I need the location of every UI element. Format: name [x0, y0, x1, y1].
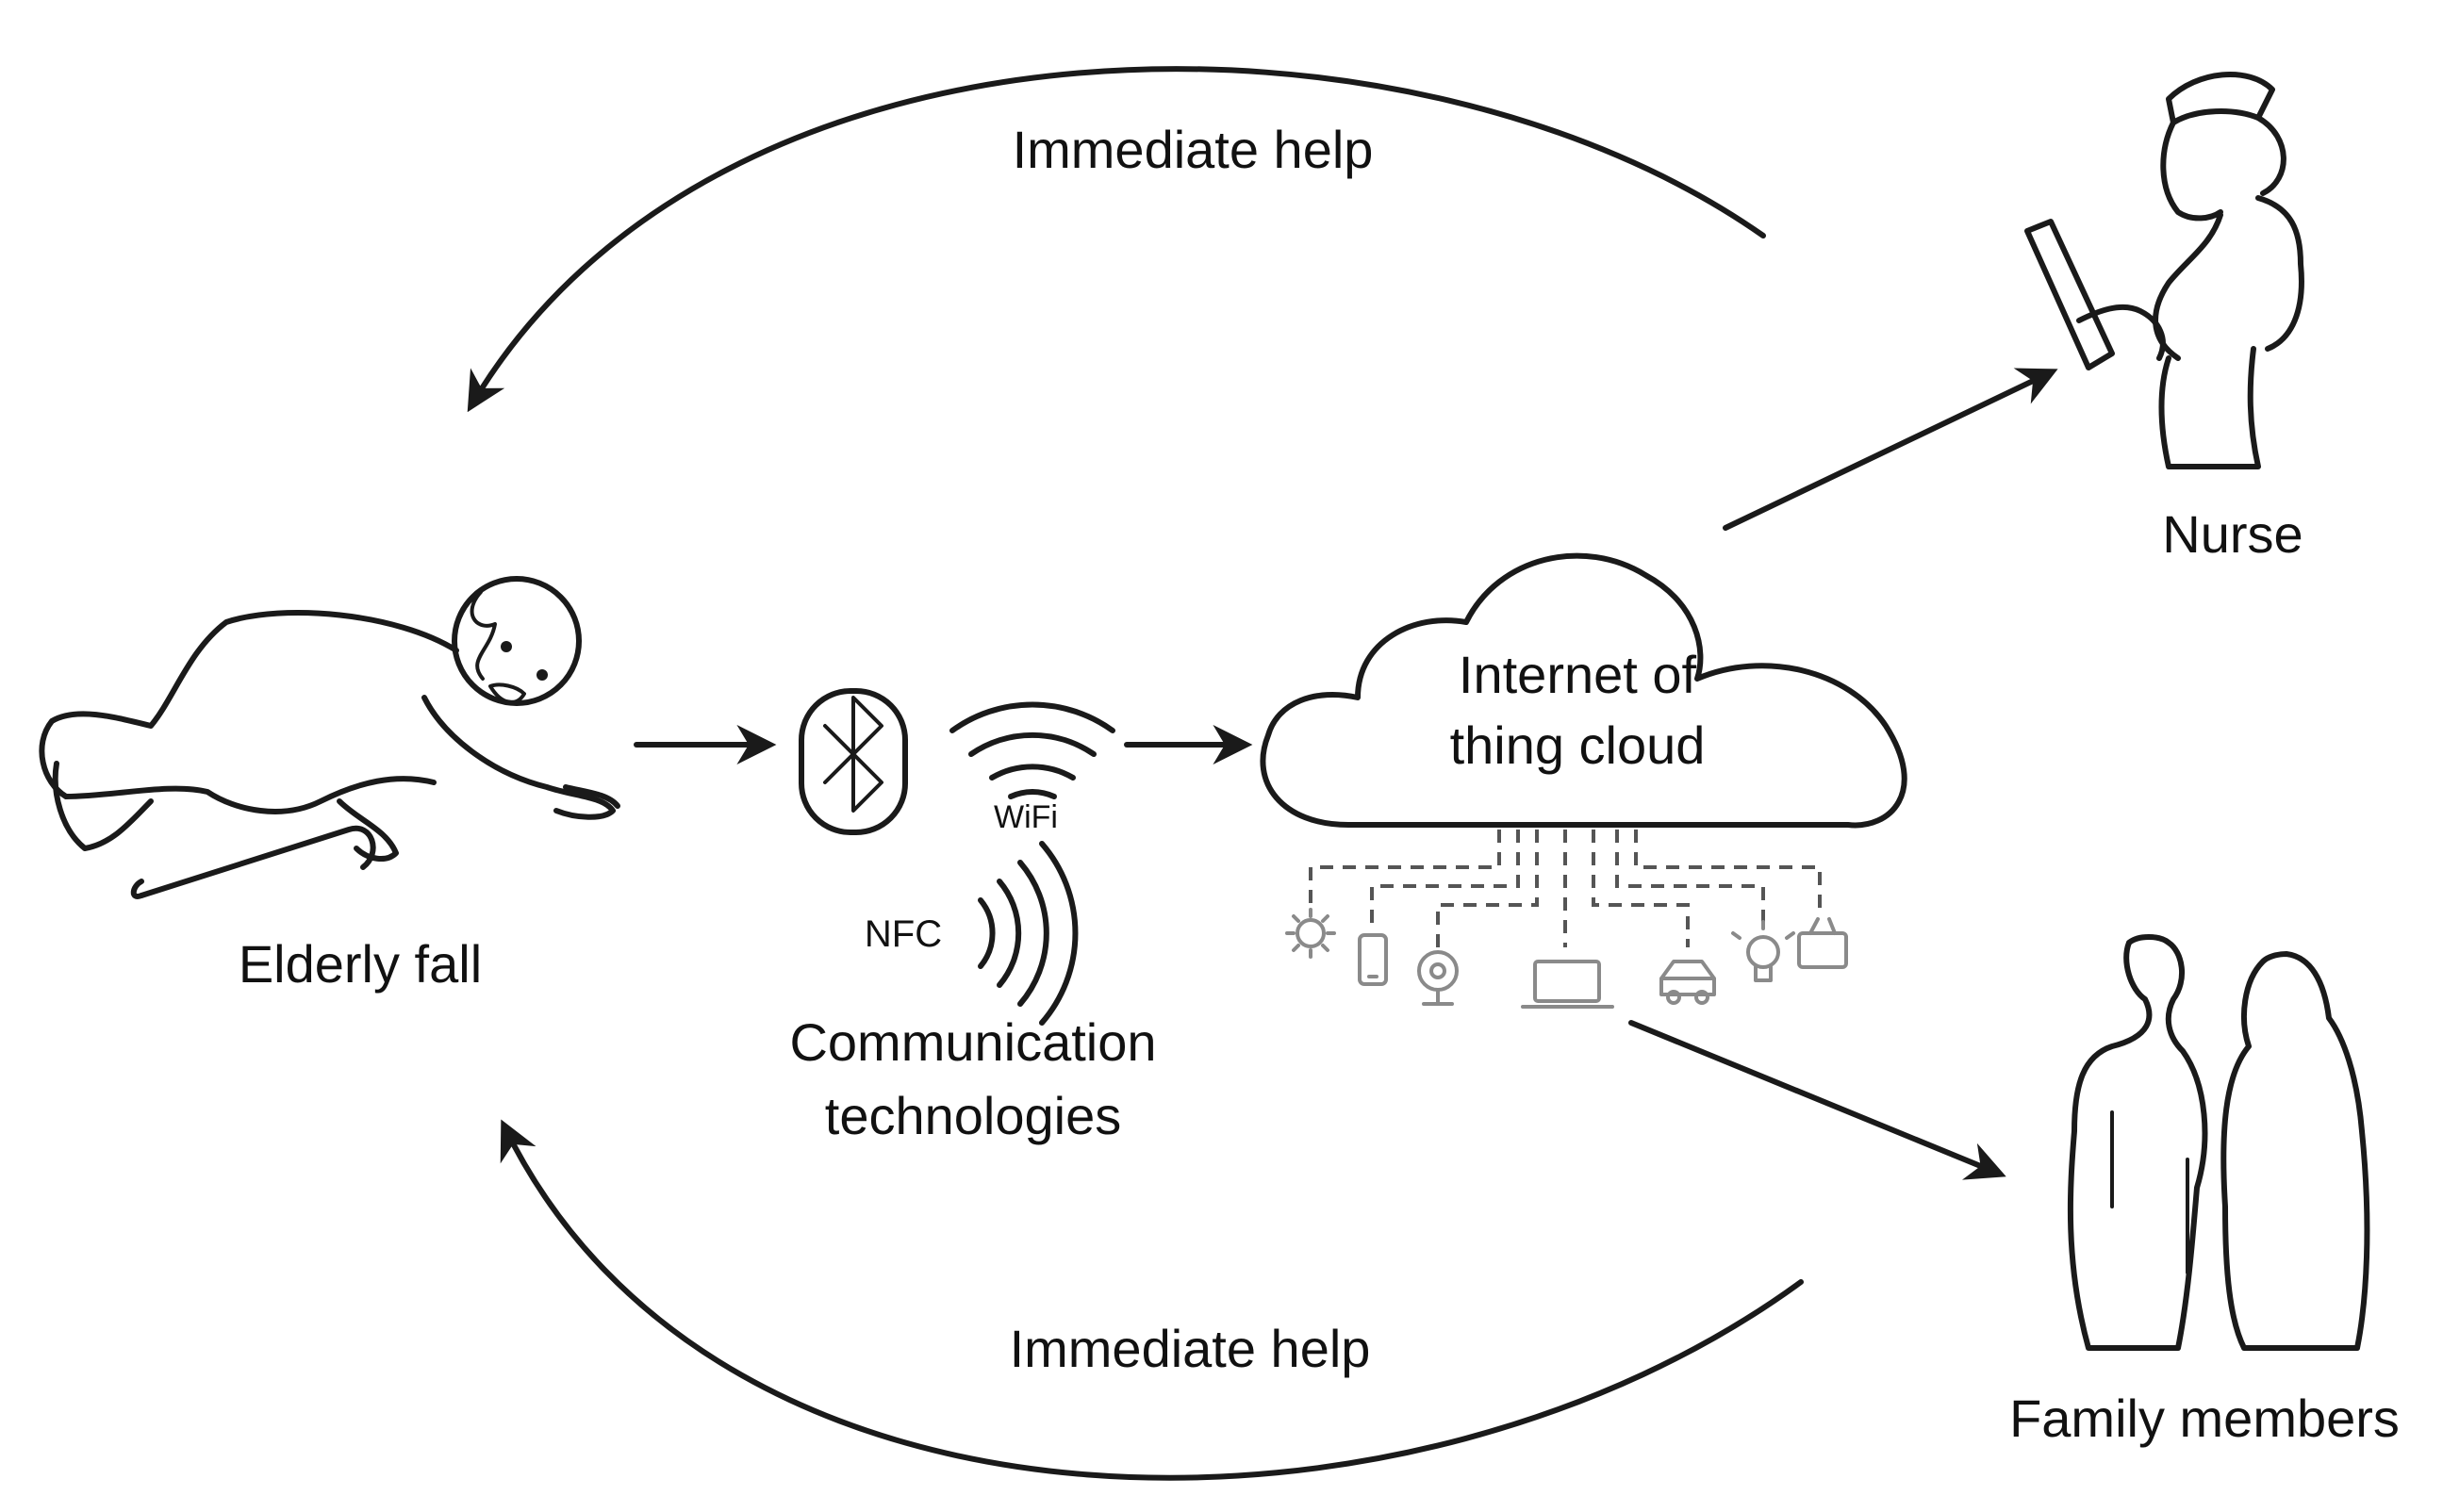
gear-icon: [1285, 908, 1336, 959]
label-nurse: Nurse: [2162, 504, 2303, 564]
bluetooth-icon: [799, 688, 908, 835]
iot-network-lines: [1309, 830, 1822, 947]
label-comm-line2: technologies: [825, 1086, 1121, 1145]
label-nfc: NFC: [865, 913, 942, 955]
label-comm-line1: Communication: [789, 1012, 1156, 1072]
arrow-immediate-help-top: [467, 66, 1766, 413]
arrow-cloud-to-nurse: [1723, 368, 2058, 531]
nurse-figure: [2024, 72, 2304, 469]
bulb-icon: [1731, 920, 1795, 982]
arrow-cloud-to-family: [1628, 1020, 2006, 1180]
label-family-members: Family members: [2009, 1389, 2400, 1448]
label-elderly-fall: Elderly fall: [239, 934, 482, 994]
arrow-immediate-help-bottom: [500, 1119, 1804, 1481]
phone-icon: [1358, 933, 1388, 986]
webcam-icon: [1417, 950, 1459, 1006]
car-icon: [1659, 960, 1716, 1005]
tv-icon: [1797, 917, 1848, 969]
elderly-fall-figure: [39, 576, 620, 899]
wifi-icon: [949, 701, 1115, 799]
label-wifi: WiFi: [994, 799, 1058, 835]
laptop-icon: [1521, 960, 1614, 1009]
label-cloud-line2: thing cloud: [1450, 715, 1706, 775]
cloud-icon: [1260, 552, 1907, 829]
nfc-icon: [978, 841, 1079, 1026]
label-cloud-line1: Internet of: [1459, 645, 1697, 704]
label-immediate-help-bottom: Immediate help: [1010, 1319, 1371, 1378]
family-members-figure: [2067, 934, 2370, 1351]
label-immediate-help-top: Immediate help: [1013, 120, 1374, 179]
